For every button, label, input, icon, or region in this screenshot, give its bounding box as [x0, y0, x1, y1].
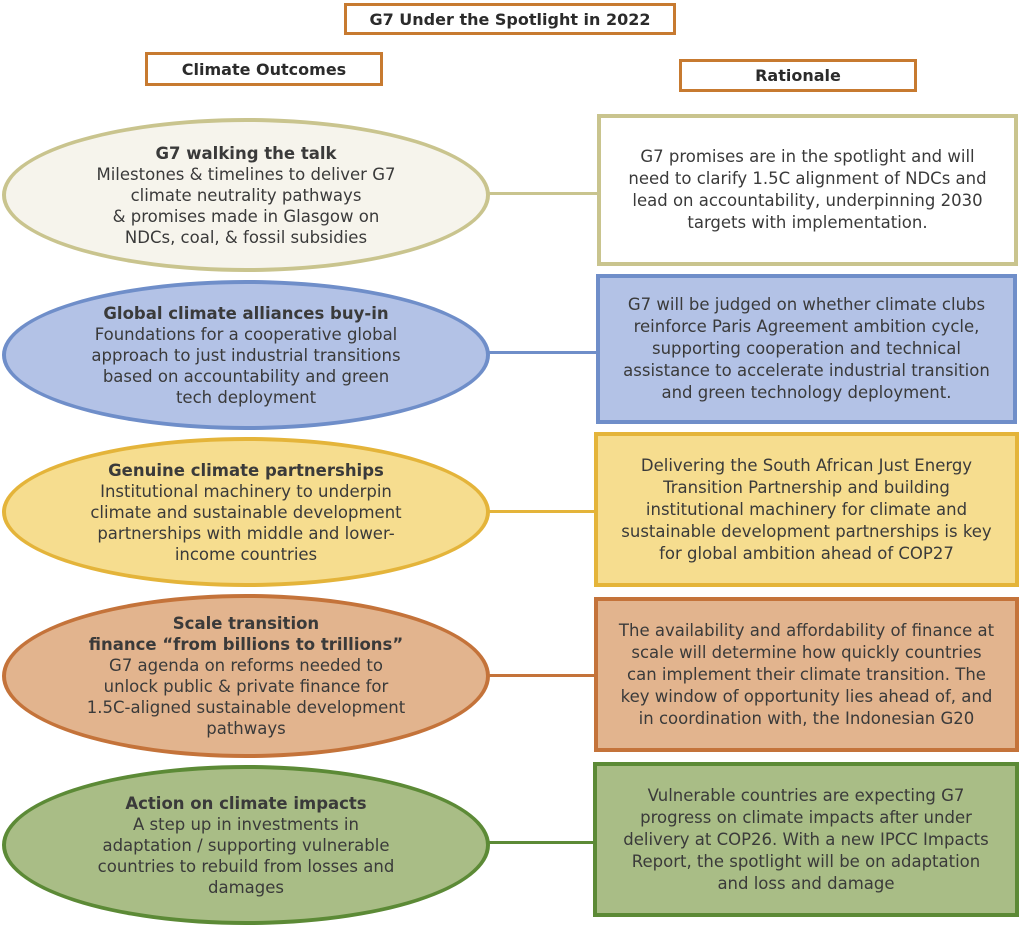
connector-line — [488, 510, 594, 513]
outcome-description: Foundations for a cooperative global app… — [91, 324, 401, 407]
diagram-title: G7 Under the Spotlight in 2022 — [344, 3, 676, 35]
outcome-description: G7 agenda on reforms needed to unlock pu… — [86, 656, 406, 738]
rationale-box: The availability and affordability of fi… — [594, 597, 1019, 752]
connector-line — [488, 192, 597, 195]
outcome-title: Genuine climate partnerships — [108, 460, 384, 480]
outcome-description: Milestones & timelines to deliver G7 cli… — [96, 164, 396, 247]
connector-line — [488, 351, 596, 354]
connector-line — [488, 841, 593, 844]
rationale-box: G7 will be judged on whether climate clu… — [596, 274, 1017, 424]
rationale-box: G7 promises are in the spotlight and wil… — [597, 114, 1018, 266]
outcome-title: G7 walking the talk — [155, 143, 337, 163]
outcome-description: Institutional machinery to underpin clim… — [90, 481, 402, 564]
rationale-box: Delivering the South African Just Energy… — [594, 432, 1019, 587]
outcome-ellipse: Scale transition finance “from billions … — [2, 594, 490, 758]
outcome-title: Global climate alliances buy-in — [103, 303, 389, 323]
rationale-header: Rationale — [679, 59, 917, 92]
climate-outcomes-header: Climate Outcomes — [145, 52, 383, 86]
outcome-title: Scale transition finance “from billions … — [88, 614, 404, 654]
outcome-description: A step up in investments in adaptation /… — [97, 814, 395, 897]
rationale-box: Vulnerable countries are expecting G7 pr… — [593, 762, 1019, 917]
connector-line — [488, 674, 594, 677]
outcome-title: Action on climate impacts — [125, 793, 367, 813]
